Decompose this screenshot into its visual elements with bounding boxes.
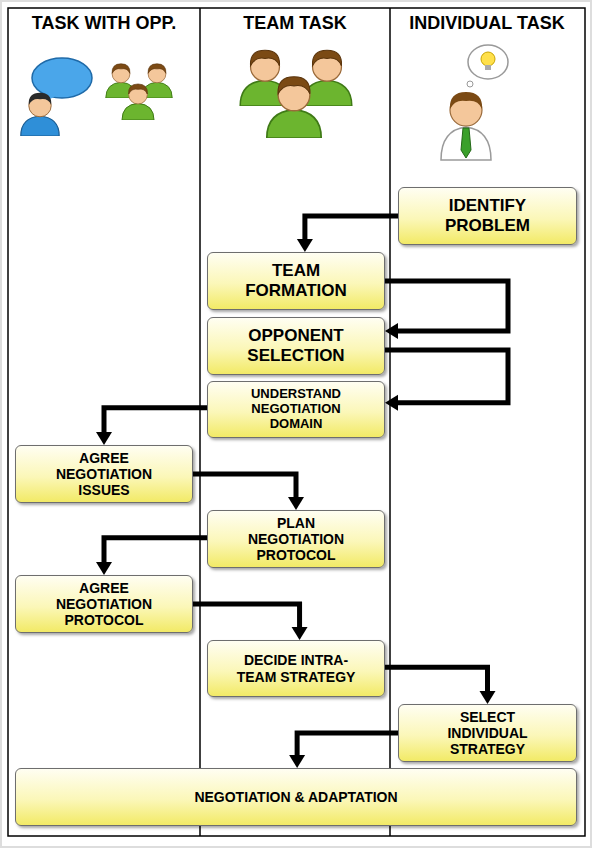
connector-line — [385, 667, 488, 694]
connector-line — [104, 408, 207, 435]
connector-line — [305, 216, 398, 242]
box-label: NEGOTIATION & ADAPTATION — [194, 789, 397, 805]
flow-arrow — [385, 667, 496, 704]
process-box: SELECT INDIVIDUAL STRATEGY — [398, 704, 577, 762]
column-header: INDIVIDUAL TASK — [392, 13, 582, 34]
arrow-head — [297, 239, 313, 252]
process-box: NEGOTIATION & ADAPTATION — [15, 768, 577, 826]
process-box: PLAN NEGOTIATION PROTOCOL — [207, 510, 385, 568]
flow-arrow — [96, 538, 207, 575]
box-label: SELECT INDIVIDUAL STRATEGY — [423, 709, 553, 757]
column-header: TASK WITH OPP. — [9, 13, 199, 34]
box-label: TEAM FORMATION — [226, 261, 366, 300]
box-label: DECIDE INTRA-TEAM STRATEGY — [231, 652, 361, 684]
flow-arrow — [96, 408, 207, 445]
flow-arrow — [193, 604, 308, 640]
column-header: TEAM TASK — [200, 13, 390, 34]
tie — [461, 128, 471, 158]
connector-line — [193, 604, 300, 630]
process-box: AGREE NEGOTIATION ISSUES — [15, 445, 193, 503]
flow-arrow — [385, 350, 508, 411]
arrow-head — [96, 562, 112, 575]
arrow-head — [385, 323, 398, 339]
column-divider — [199, 8, 201, 836]
arrow-head — [292, 627, 308, 640]
thought-dot — [467, 81, 473, 87]
lightbulb — [481, 52, 495, 66]
arrow-head — [288, 497, 304, 510]
process-box: OPPONENT SELECTION — [207, 317, 385, 375]
flow-arrow — [385, 281, 508, 339]
process-box: TEAM FORMATION — [207, 252, 385, 310]
flow-arrow — [289, 733, 398, 768]
box-label: AGREE NEGOTIATION PROTOCOL — [39, 580, 169, 628]
arrow-head — [96, 432, 112, 445]
speech-bubble — [32, 58, 92, 98]
process-box: IDENTIFY PROBLEM — [398, 187, 577, 245]
shirt — [441, 127, 491, 160]
connector-line — [297, 733, 398, 758]
box-label: AGREE NEGOTIATION ISSUES — [39, 450, 169, 498]
flow-arrow — [193, 474, 304, 510]
arrow-head — [385, 395, 398, 411]
connector-line — [385, 281, 508, 331]
process-box: AGREE NEGOTIATION PROTOCOL — [15, 575, 193, 633]
team-member-icon — [267, 77, 321, 138]
connector-line — [385, 350, 508, 403]
process-box: UNDERSTAND NEGOTIATION DOMAIN — [207, 381, 385, 438]
team-member-icon — [122, 84, 154, 120]
table-frame — [8, 8, 585, 836]
thought-bubble — [468, 45, 508, 79]
process-box: DECIDE INTRA-TEAM STRATEGY — [207, 640, 385, 697]
lightbulb-base — [485, 65, 491, 70]
box-label: UNDERSTAND NEGOTIATION DOMAIN — [236, 387, 356, 432]
arrow-head — [289, 755, 305, 768]
connector-line — [193, 474, 296, 500]
flow-arrow — [297, 216, 398, 252]
box-label: IDENTIFY PROBLEM — [418, 196, 558, 235]
box-label: OPPONENT SELECTION — [221, 326, 371, 365]
arrow-head — [480, 691, 496, 704]
column-divider — [389, 8, 391, 836]
connector-line — [104, 538, 207, 565]
opponent-icon — [21, 93, 59, 136]
box-label: PLAN NEGOTIATION PROTOCOL — [231, 515, 361, 563]
hair — [450, 92, 482, 109]
